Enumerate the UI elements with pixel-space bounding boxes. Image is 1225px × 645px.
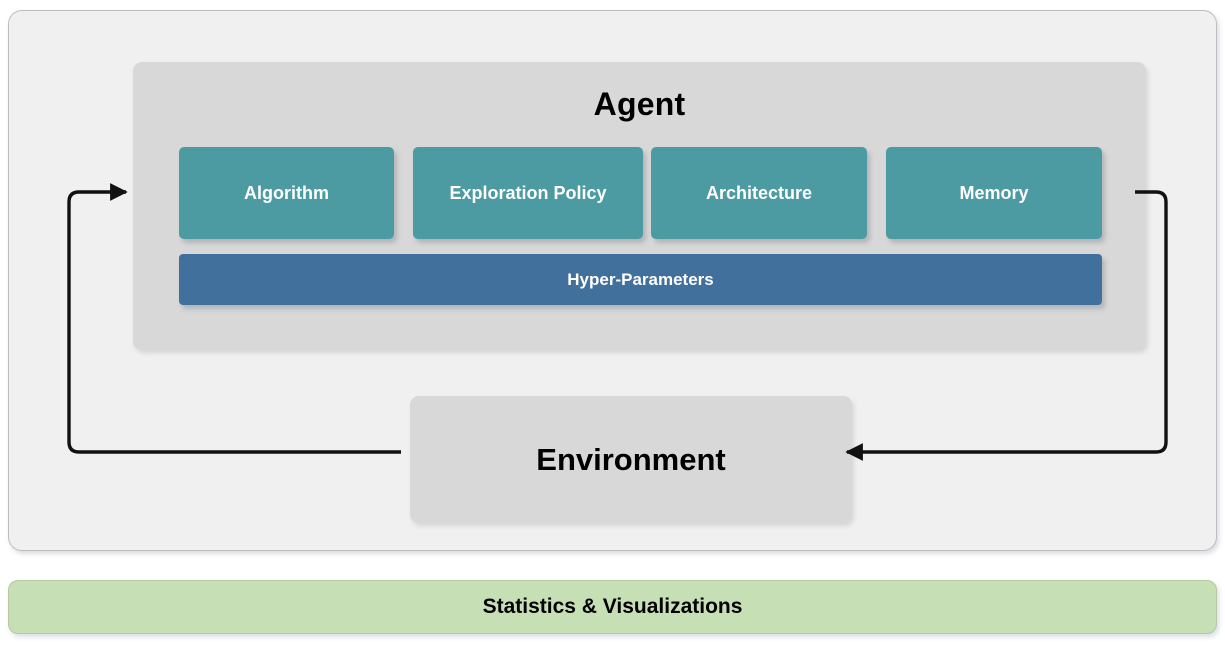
environment-container[interactable]: Environment (410, 396, 852, 523)
rl-loop-panel: Agent Algorithm Exploration Policy Archi… (8, 10, 1217, 551)
agent-container[interactable]: Agent Algorithm Exploration Policy Archi… (133, 62, 1146, 350)
environment-label: Environment (536, 441, 726, 477)
statistics-visualizations-bar[interactable]: Statistics & Visualizations (8, 580, 1217, 634)
agent-component-label: Algorithm (244, 182, 329, 203)
statistics-visualizations-label: Statistics & Visualizations (482, 595, 743, 618)
agent-component-label: Architecture (705, 182, 813, 203)
hyper-parameters-bar[interactable]: Hyper-Parameters (179, 254, 1102, 305)
agent-component-label: Exploration Policy (449, 182, 607, 203)
agent-title: Agent (593, 86, 686, 122)
agent-component-memory[interactable]: Memory (886, 147, 1102, 239)
agent-component-algorithm[interactable]: Algorithm (179, 147, 394, 239)
agent-component-exploration-policy[interactable]: Exploration Policy (413, 147, 643, 239)
agent-component-label: Memory (959, 182, 1029, 203)
agent-components-row: Algorithm Exploration Policy Architectur… (179, 147, 1102, 239)
agent-component-architecture[interactable]: Architecture (651, 147, 867, 239)
hyper-parameters-label: Hyper-Parameters (567, 269, 714, 289)
